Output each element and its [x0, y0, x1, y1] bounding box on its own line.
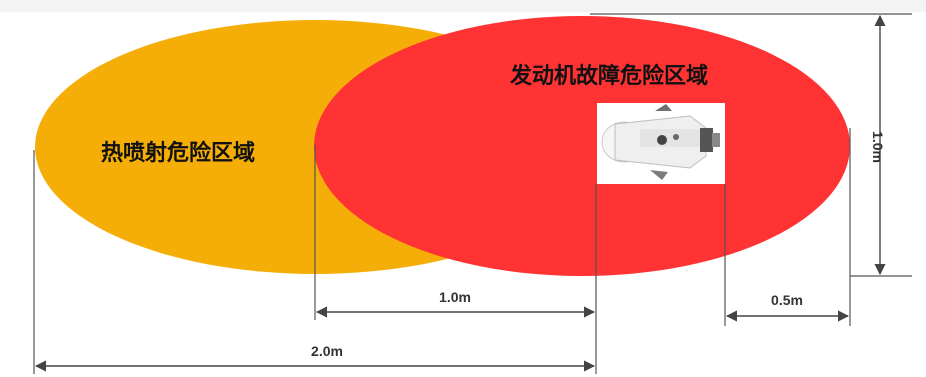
top-band [0, 0, 926, 12]
rear-offset-dimension-label: 0.5m [771, 292, 803, 308]
engine-image [597, 103, 725, 184]
mid-length-dimension-label: 1.0m [439, 289, 471, 305]
total-length-dimension-label: 2.0m [311, 343, 343, 359]
height-dimension-label: 1.0m [870, 131, 886, 163]
engine-failure-zone [314, 16, 850, 276]
engine-failure-zone-label: 发动机故障危险区域 [509, 63, 708, 89]
extension-lines [33, 13, 912, 374]
thermal-jet-zone-label: 热喷射危险区域 [101, 140, 255, 166]
